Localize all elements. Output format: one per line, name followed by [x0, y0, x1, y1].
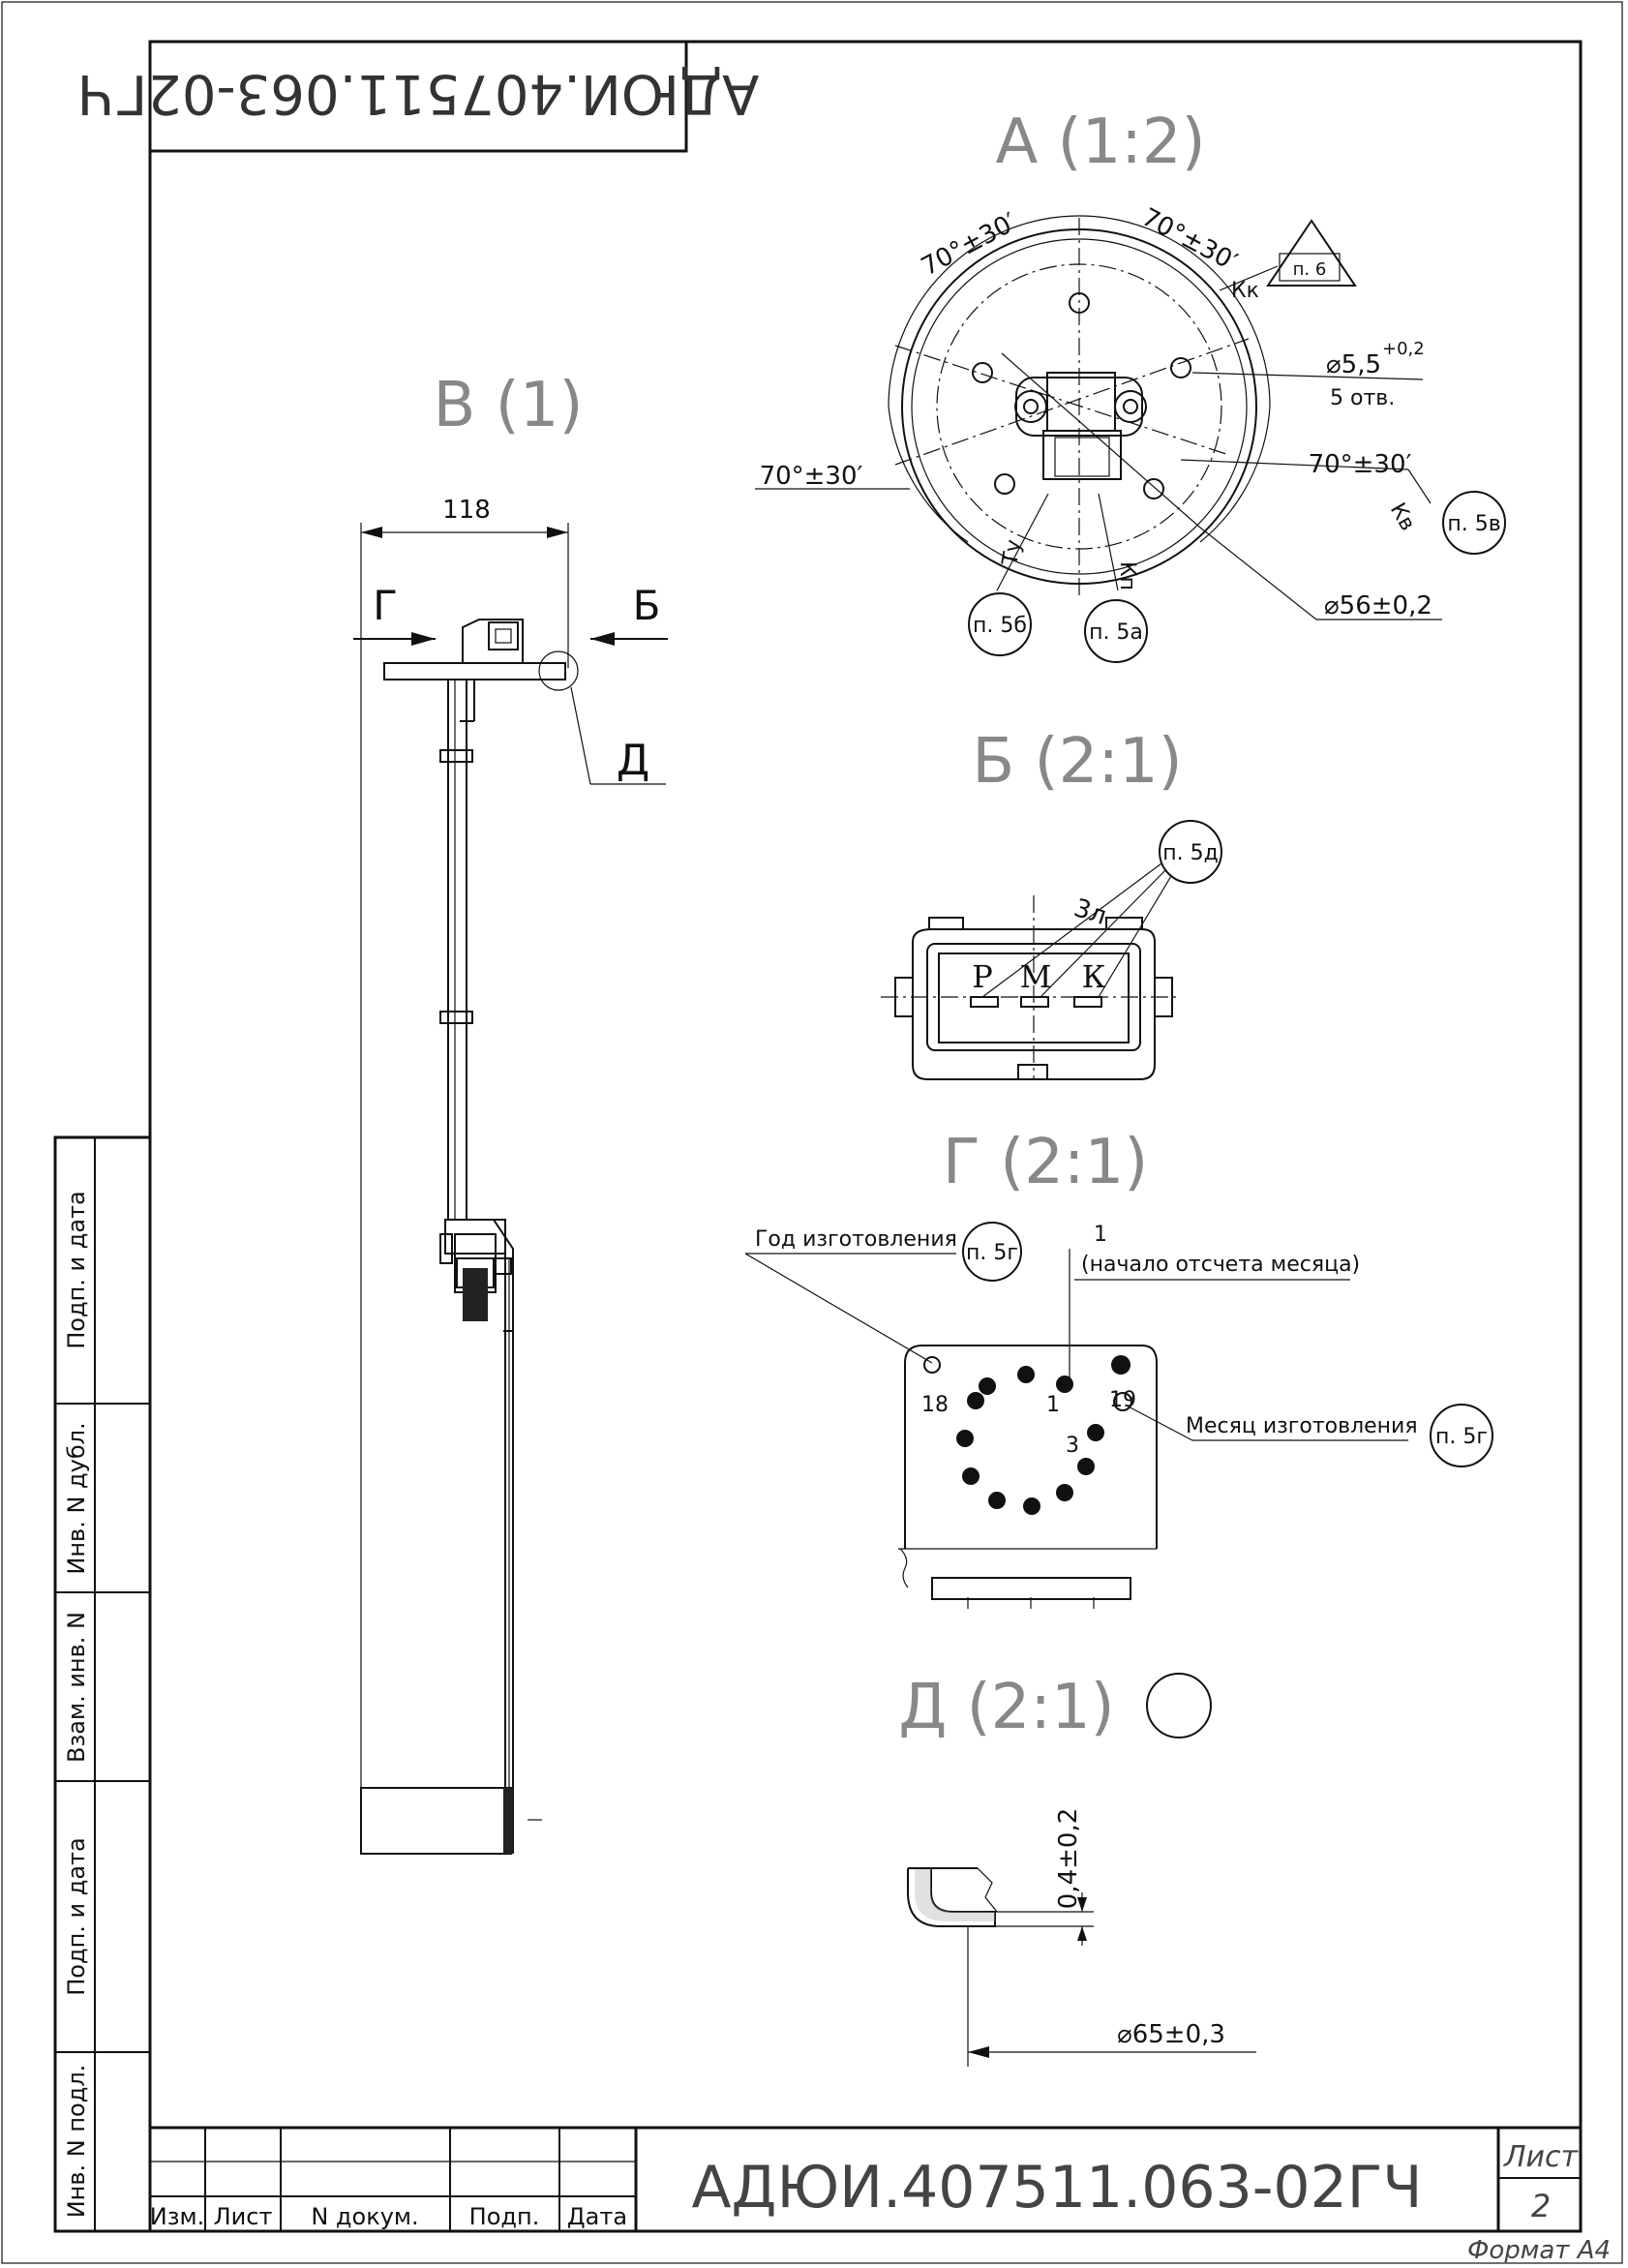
num-18: 18	[921, 1393, 949, 1417]
label-kv: Кв	[1385, 499, 1420, 535]
view-a: 70°±30′ 70°±30′ 70°±30′ 70°±30′ Кк Ту Кп…	[755, 203, 1506, 663]
stamp-cell-5: Инв. N подл.	[63, 2065, 90, 2219]
thickness-dim: 0,4±0,2	[1054, 1808, 1083, 1909]
view-g-title: Г (2:1)	[943, 1127, 1148, 1198]
angle-right: 70°±30′	[1309, 450, 1412, 479]
hole-tolerance: +0,2	[1382, 339, 1425, 359]
label-kk: Кк	[1231, 279, 1259, 303]
stamp-cell-4: Подп. и дата	[63, 1837, 90, 1996]
mirrored-document-code: АДЮИ.407511.063-02ГЧ	[77, 62, 760, 125]
tb-col-doc: N докум.	[311, 2203, 418, 2230]
format-label: Формат А4	[1467, 2236, 1611, 2265]
angle-top-right: 70°±30′	[1137, 203, 1243, 278]
start-num: 1	[1094, 1223, 1107, 1247]
hole-count: 5 отв.	[1330, 386, 1395, 410]
year-note: п. 5г	[966, 1241, 1018, 1265]
stamp-cell-2: Инв. N дубл.	[63, 1422, 90, 1574]
dia-56: ⌀56±0,2	[1324, 591, 1432, 620]
start-label: (начало отсчета месяца)	[1081, 1253, 1360, 1277]
arrow-b-label: Б	[633, 582, 661, 629]
angle-left: 70°±30′	[760, 462, 863, 491]
view-b-title: Б (2:1)	[972, 726, 1182, 798]
tb-col-izm: Изм.	[150, 2203, 204, 2230]
document-code: АДЮИ.407511.063-02ГЧ	[691, 2154, 1422, 2222]
note-5b: п. 5б	[973, 614, 1027, 638]
tb-col-list: Лист	[214, 2203, 273, 2230]
title-block: Изм. Лист N докум. Подп. Дата АДЮИ.40751…	[148, 2126, 1583, 2233]
pin-k: К	[1082, 958, 1106, 995]
view-v-title: В (1)	[434, 370, 584, 441]
pin-m: М	[1020, 958, 1052, 995]
hole-dia: ⌀5,5	[1326, 350, 1381, 379]
label-kp: Кп	[1115, 561, 1139, 590]
tb-col-podp: Подп.	[469, 2203, 540, 2230]
sheet-label: Лист	[1503, 2140, 1580, 2174]
month-note: п. 5г	[1435, 1425, 1488, 1449]
callout-d: Д	[617, 736, 649, 785]
pin-p: Р	[972, 958, 993, 995]
view-g: Год изготовления п. 5г 1 (начало отсчета…	[744, 1222, 1493, 1609]
tb-col-data: Дата	[567, 2203, 627, 2230]
stamp-cell-1: Подп. и дата	[63, 1191, 90, 1349]
stamp-cell-3: Взам. инв. N	[63, 1612, 90, 1763]
label-3l: 3л	[1070, 893, 1110, 931]
num-3: 3	[1066, 1434, 1079, 1458]
view-d-circle-symbol	[1146, 1673, 1212, 1739]
triangle-note: п. 6	[1293, 259, 1327, 280]
sheet-number: 2	[1531, 2188, 1551, 2224]
view-v: 118 Г Б Д	[353, 496, 668, 1855]
mirrored-code-box: АДЮИ.407511.063-02ГЧ	[77, 40, 760, 153]
view-d: 0,4±0,2 ⌀65±0,3	[907, 1808, 1256, 2067]
note-5v: п. 5в	[1447, 512, 1500, 536]
note-5d: п. 5д	[1162, 841, 1219, 865]
num-19: 19	[1109, 1388, 1136, 1412]
month-label: Месяц изготовления	[1186, 1414, 1418, 1438]
dim-118: 118	[442, 496, 491, 525]
year-label: Год изготовления	[755, 1227, 957, 1252]
num-1: 1	[1046, 1393, 1060, 1417]
view-d-title: Д (2:1)	[898, 1672, 1114, 1743]
label-ty: Ту	[998, 538, 1026, 568]
side-stamp: Подп. и дата Инв. N дубл. Взам. инв. N П…	[53, 1135, 152, 2233]
note-5a: п. 5а	[1089, 620, 1143, 645]
view-b: п. 5д 3л Р М К	[881, 820, 1222, 1080]
arrow-g-label: Г	[373, 582, 398, 629]
view-a-title: А (1:2)	[995, 106, 1205, 178]
dia-65: ⌀65±0,3	[1117, 2020, 1225, 2049]
